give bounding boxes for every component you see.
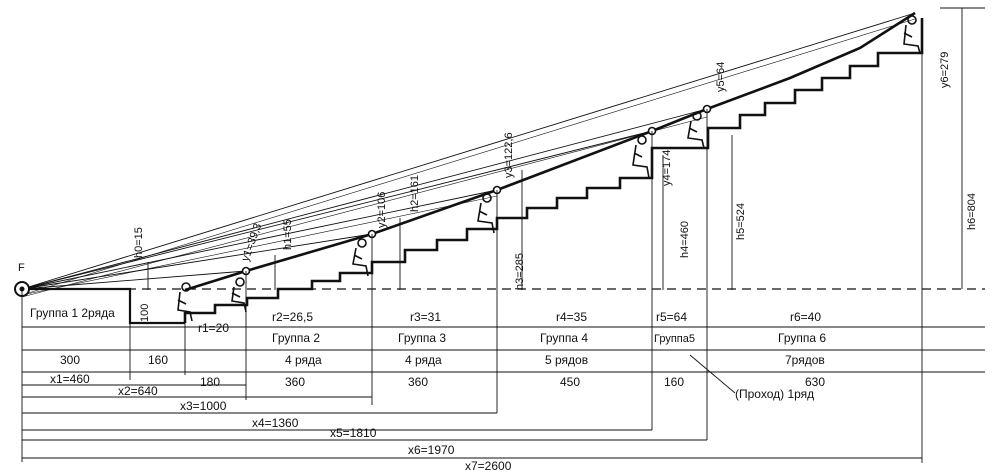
step-label-r5: r5=64 (656, 310, 687, 324)
group-5-label: Группа5 (654, 333, 695, 345)
sight-line-3 (21, 189, 498, 290)
sight-line-2 (21, 233, 373, 290)
spectator-figures (177, 15, 921, 322)
segment-360-first: 360 (285, 375, 305, 389)
seating-steps (183, 18, 924, 323)
sight-line-1 (21, 270, 247, 290)
distance-x4: x4=1360 (252, 416, 299, 430)
distance-x5: x5=1810 (330, 426, 377, 440)
distance-x7: x7=2600 (465, 459, 512, 472)
height-dimension-lines (147, 7, 985, 290)
passage-leader (689, 354, 736, 394)
focal-point-label: F (18, 262, 25, 274)
sight-line-8 (21, 116, 708, 298)
height-label-h4: h4=460 (679, 221, 691, 258)
step-label-r2: r2=26,5 (272, 310, 313, 324)
spectator-4 (477, 193, 495, 234)
height-label-h6: h6=804 (966, 193, 978, 230)
group-2-rows: 4 ряда (285, 353, 322, 367)
segment-450: 450 (560, 375, 580, 389)
sightline-curve (184, 11, 916, 292)
y-label-y3: y3=122,6 (503, 132, 515, 178)
y-label-y6: y6=279 (939, 52, 951, 88)
group-6-label: Группа 6 (778, 331, 826, 345)
segment-160-second: 160 (664, 375, 684, 389)
spectator-7 (903, 15, 921, 54)
height-label-h0: h0=15 (133, 227, 145, 258)
spectator-1 (177, 282, 193, 322)
step-label-r6: r6=40 (790, 310, 821, 324)
sight-line-4 (21, 130, 653, 290)
segment-630: 630 (805, 375, 825, 389)
spectator-5 (632, 135, 650, 179)
segment-180: 180 (200, 375, 220, 389)
distance-x6: x6=1970 (408, 443, 455, 457)
group-6-rows: 7рядов (785, 353, 825, 367)
segment-160-first: 160 (148, 353, 168, 367)
y-label-y5: y5=64 (715, 62, 727, 92)
spectator-3 (352, 238, 369, 277)
step-height-label: 100 (139, 304, 151, 322)
sight-line-6 (21, 12, 916, 290)
height-label-h5: h5=524 (735, 203, 747, 240)
distance-x1: x1=460 (50, 372, 90, 386)
height-label-h1: h1=55 (282, 219, 294, 250)
distance-x3: x3=1000 (180, 399, 227, 413)
height-label-h3: h3=285 (514, 253, 526, 290)
segment-360-second: 360 (408, 375, 428, 389)
eye-points (241, 104, 712, 276)
sight-line-5 (21, 108, 708, 290)
height-label-h2: h2=161 (409, 175, 421, 212)
group-1-label: Группа 1 2ряда (30, 306, 115, 320)
group-2-label: Группа 2 (272, 331, 320, 345)
group-3-label: Группа 3 (398, 331, 446, 345)
group-3-rows: 4 ряда (405, 353, 442, 367)
step-label-r1: r1=20 (198, 321, 229, 335)
y-label-y4: y4=174 (661, 150, 673, 186)
segment-300: 300 (60, 353, 80, 367)
step-label-r3: r3=31 (410, 310, 441, 324)
sight-line-9 (21, 195, 498, 296)
dimension-lines (22, 326, 985, 459)
sight-lines (21, 12, 916, 298)
passage-label: (Проход) 1ряд (735, 387, 814, 401)
y-label-y2: y2=106 (376, 192, 388, 228)
vertical-reference-lines (21, 18, 923, 463)
floor-group-1 (22, 287, 185, 325)
group-4-label: Группа 4 (540, 331, 588, 345)
group-4-rows: 5 рядов (545, 353, 588, 367)
distance-x2: x2=640 (118, 384, 158, 398)
step-label-r4: r4=35 (556, 310, 587, 324)
spectator-2 (231, 277, 247, 313)
spectator-6 (687, 111, 705, 149)
sight-line-7 (21, 18, 916, 296)
